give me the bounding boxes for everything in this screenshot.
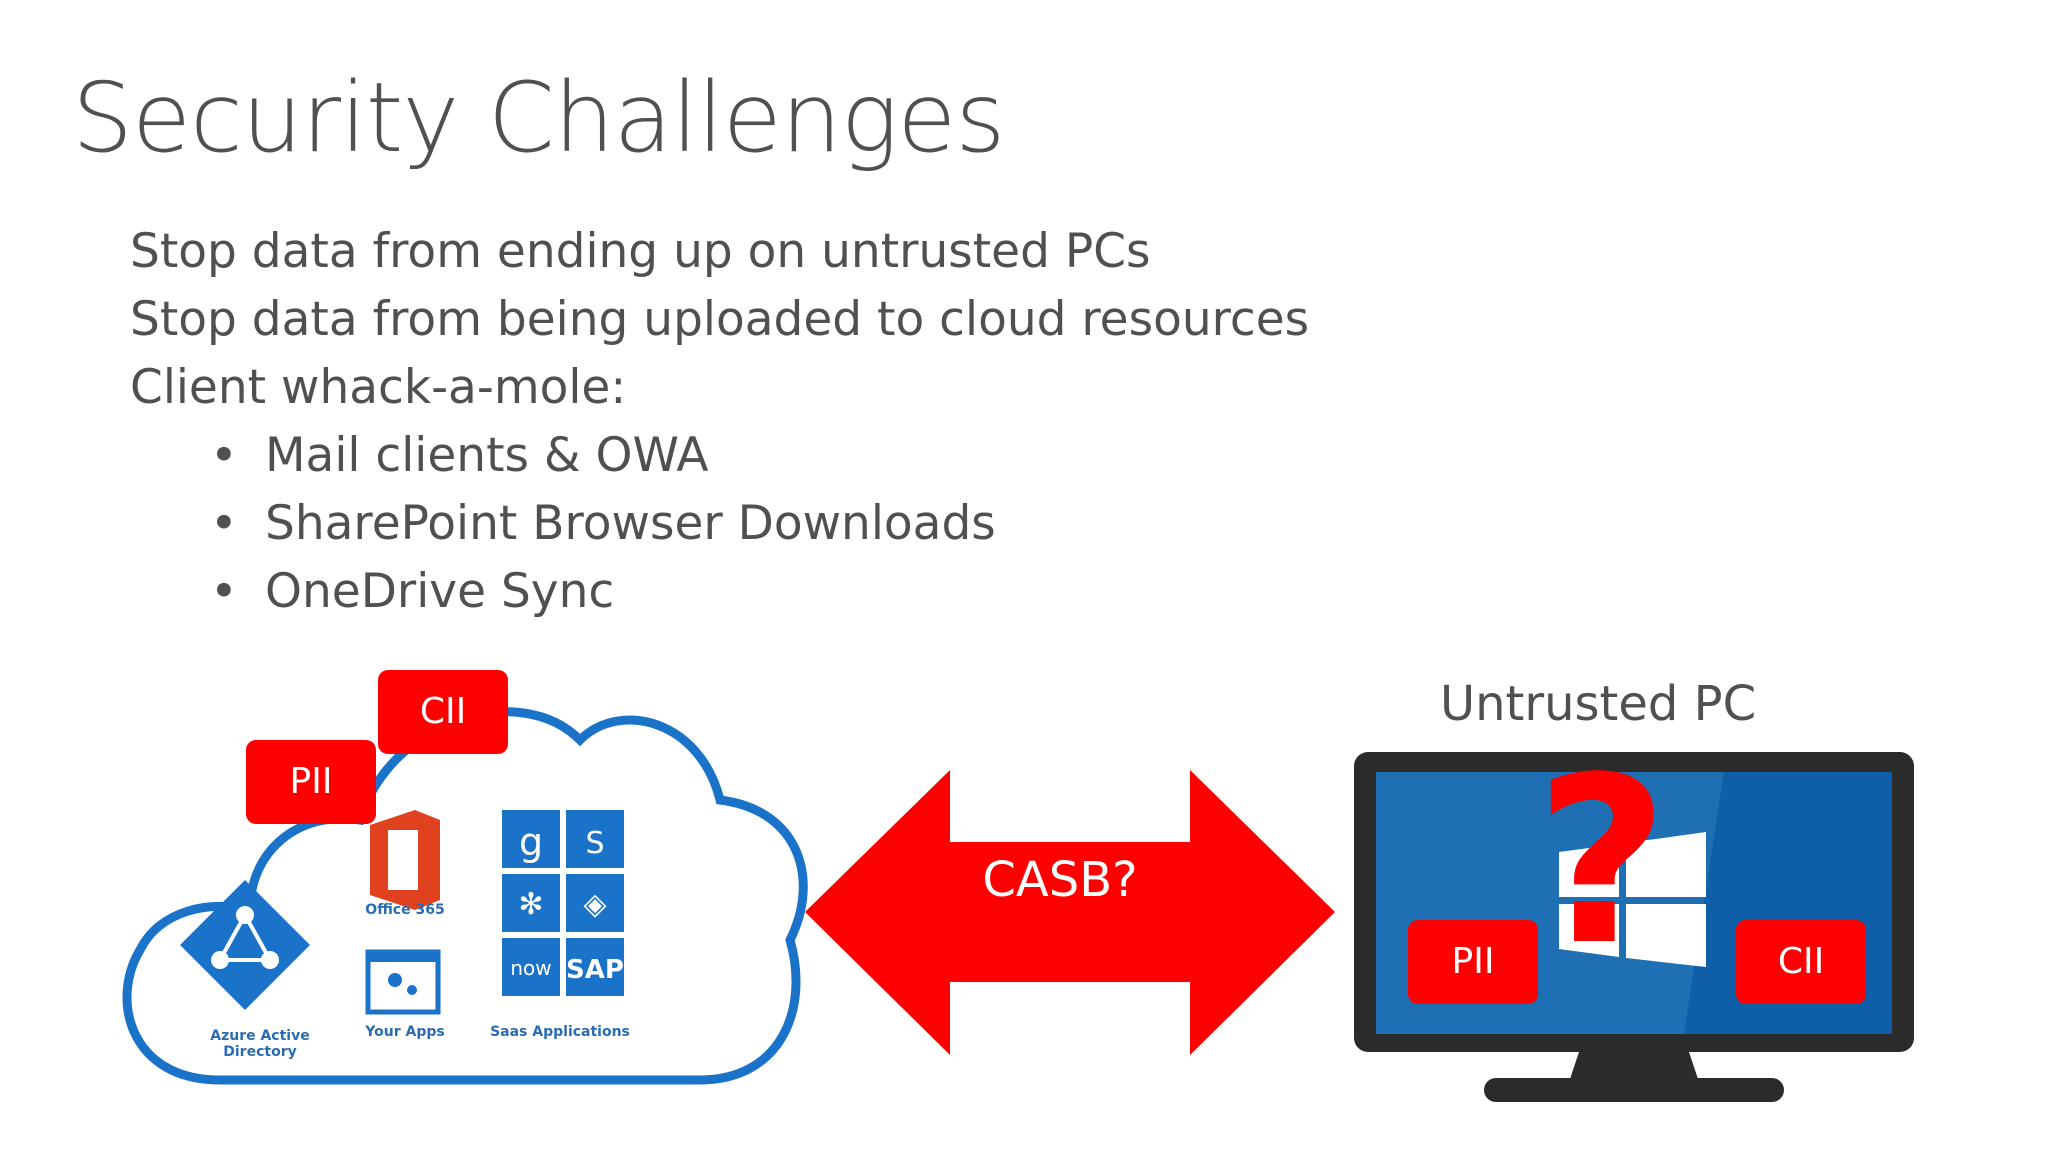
sub-bullet-point: SharePoint Browser Downloads bbox=[130, 490, 1309, 558]
slide-title: Security Challenges bbox=[72, 62, 1005, 174]
your-apps-icon bbox=[365, 949, 441, 1015]
untrusted-pc-title: Untrusted PC bbox=[1440, 676, 1757, 732]
windows-logo-icon bbox=[1559, 832, 1706, 967]
bullet-point: Client whack-a-mole: bbox=[130, 360, 627, 415]
office-365-icon bbox=[370, 810, 440, 910]
your-apps-caption: Your Apps bbox=[365, 1024, 445, 1040]
bullet-point: Stop data from being uploaded to cloud r… bbox=[130, 292, 1310, 347]
svg-text:◈: ◈ bbox=[583, 887, 606, 922]
pc-pii-tag: PII bbox=[1408, 920, 1538, 1004]
pii-tag: PII bbox=[246, 740, 376, 824]
cloud-diagram: g S ✻ ◈ now SAP bbox=[122, 707, 808, 1085]
cii-tag: CII bbox=[378, 670, 508, 754]
svg-text:SAP: SAP bbox=[566, 955, 624, 985]
sub-bullet-point: OneDrive Sync bbox=[130, 558, 1309, 626]
svg-text:now: now bbox=[510, 956, 551, 980]
question-mark-icon: ? bbox=[1535, 729, 1669, 996]
saas-applications-caption: Saas Applications bbox=[490, 1024, 630, 1040]
casb-label: CASB? bbox=[982, 852, 1138, 908]
svg-text:S: S bbox=[585, 826, 604, 861]
azure-ad-caption: Azure Active Directory bbox=[210, 1028, 310, 1060]
svg-text:g: g bbox=[519, 820, 543, 864]
cloud-outline bbox=[122, 707, 808, 1085]
svg-text:✻: ✻ bbox=[518, 887, 543, 922]
office-365-caption: Office 365 bbox=[365, 902, 445, 918]
bullet-list: Stop data from ending up on untrusted PC… bbox=[130, 218, 1309, 626]
bullet-point: Stop data from ending up on untrusted PC… bbox=[130, 224, 1151, 279]
saas-applications-icon: g S ✻ ◈ now SAP bbox=[502, 810, 624, 996]
pc-cii-tag: CII bbox=[1736, 920, 1866, 1004]
sub-bullet-point: Mail clients & OWA bbox=[130, 422, 1309, 490]
azure-active-directory-icon bbox=[180, 880, 310, 1010]
double-arrow bbox=[805, 770, 1335, 1055]
